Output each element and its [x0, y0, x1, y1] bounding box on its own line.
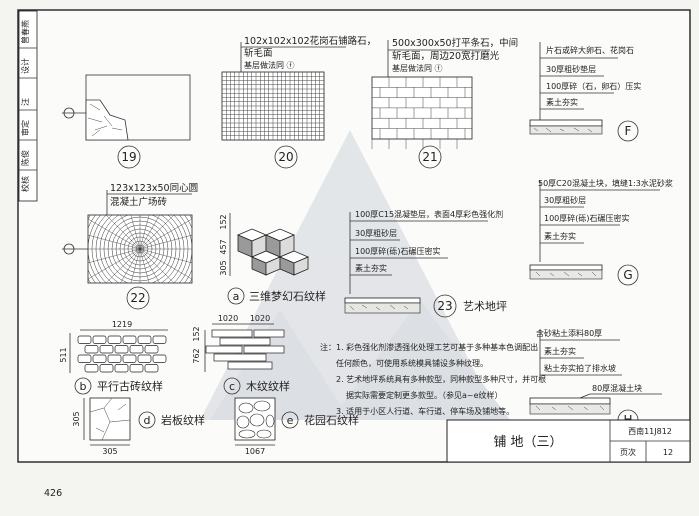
detail-22: 123x123x50同心圆 混凝土广场砖 22 [62, 183, 198, 310]
svg-text:1219: 1219 [112, 320, 132, 329]
G-layer: 30厚粗砂层 [544, 195, 586, 205]
note-line: 3. 适用于小区人行道、车行道、停车场及铺地等。 [336, 406, 514, 416]
d23-layer: 100厚C15混凝垫层，表面4厚彩色强化剂 [355, 209, 503, 219]
side-cell: 设计 [20, 58, 30, 74]
d23-layer: 100厚碎(砾)石碾压密实 [355, 246, 441, 256]
H-extra: 80厚混凝土块 [592, 383, 642, 393]
svg-text:1020: 1020 [218, 314, 238, 323]
side-cell: 审定 [20, 120, 30, 136]
d23-name: 艺术地坪 [463, 300, 507, 313]
d20-label-2: 斩毛面 [244, 47, 273, 59]
svg-text:305: 305 [219, 260, 228, 275]
svg-text:b: b [80, 380, 87, 393]
note-line: 注：1. 彩色强化剂渗透强化处理工艺可基于多种基本色调配出 [320, 342, 538, 352]
svg-text:152: 152 [192, 326, 201, 341]
svg-text:1020: 1020 [250, 314, 270, 323]
detail-letter: G [623, 268, 632, 282]
detail-number-circle [117, 145, 141, 169]
side-signature-block: 校核 陈俊 审定 汪 设计 曾春燕 [18, 10, 38, 202]
H-layer: 粘土夯实拍了排水坡 [544, 363, 616, 373]
detail-number: 23 [437, 299, 452, 313]
d20-label-1: 102x102x102花岗石铺路石， [244, 35, 376, 47]
side-cell: 汪 [21, 98, 30, 106]
page-no: 12 [663, 448, 673, 457]
F-layer: 100厚碎（石，卵石）压实 [546, 81, 641, 91]
F-layer: 片石或碎大卵石、花岗石 [546, 45, 634, 55]
d23-layer: 30厚粗砂层 [355, 228, 397, 238]
pattern-c: 1020 1020 152 762 c 木纹纹样 [192, 314, 290, 395]
side-cell: 陈俊 [20, 150, 30, 166]
detail-number: 22 [130, 291, 145, 305]
svg-text:762: 762 [192, 348, 201, 363]
svg-text:457: 457 [219, 239, 228, 254]
detail-number: 20 [278, 150, 293, 164]
svg-text:d: d [144, 414, 151, 427]
pattern-c-name: 木纹纹样 [246, 379, 290, 393]
d23-layer: 素土夯实 [355, 263, 387, 273]
detail-number: 19 [121, 150, 136, 164]
d22-label-1: 123x123x50同心圆 [110, 183, 198, 194]
page-label: 页次 [620, 447, 636, 457]
d21-label-2: 斩毛面，周边20宽打磨光 [392, 50, 500, 62]
detail-20: 102x102x102花岗石铺路石， 斩毛面 基层做法同 ⓕ 20 [221, 35, 376, 169]
detail-19: 19 [62, 74, 191, 169]
F-layer: 素土夯实 [546, 97, 578, 107]
d21-label-3: 基层做法同 ⓕ [392, 63, 443, 73]
note-line: 据实际需要定制更多款型。（参见a~e纹样） [346, 390, 503, 400]
d22-label-2: 混凝土广场砖 [110, 196, 168, 208]
pattern-b: 1219 511 b 平行古砖纹样 [59, 320, 168, 395]
pattern-a: 152 457 305 a 三维梦幻石纹样 [219, 213, 326, 305]
pattern-b-name: 平行古砖纹样 [97, 379, 163, 393]
note-line: 2. 艺术地坪系统具有多种款型，同种款型多种尺寸，并可根 [336, 374, 546, 384]
svg-text:305: 305 [72, 411, 81, 426]
pattern-e-name: 花园石纹样 [304, 413, 359, 427]
detail-23: 100厚C15混凝垫层，表面4厚彩色强化剂 30厚粗砂层 100厚碎(砾)石碾压… [344, 209, 507, 318]
detail-number: 21 [422, 150, 437, 164]
book-page-number: 426 [44, 488, 62, 499]
side-cell: 校核 [20, 176, 30, 192]
svg-text:a: a [233, 290, 240, 303]
note-line: 任何颜色，可使用系统模具铺设多种纹理。 [336, 358, 488, 368]
detail-21: 500x300x50打平条石，中间 斩毛面，周边20宽打磨光 基层做法同 ⓕ 2… [371, 37, 518, 169]
d21-label-1: 500x300x50打平条石，中间 [392, 37, 518, 49]
svg-text:152: 152 [219, 214, 228, 229]
F-layer: 30厚粗砂垫层 [546, 64, 596, 74]
svg-text:c: c [229, 380, 235, 393]
detail-F: 片石或碎大卵石、花岗石 30厚粗砂垫层 100厚碎（石，卵石）压实 素土夯实 F [529, 42, 641, 142]
title-block: 铺 地（三） 西南11J812 页次 12 [446, 419, 691, 463]
svg-text:305: 305 [102, 447, 117, 456]
side-cell: 曾春燕 [20, 20, 30, 44]
G-layer: 100厚碎(砾)石碾压密实 [544, 213, 630, 223]
d20-label-3: 基层做法同 ⓕ [244, 60, 295, 70]
pattern-d: 305 305 d 岩板纹样 [72, 397, 205, 456]
svg-text:e: e [287, 414, 294, 427]
pattern-d-name: 岩板纹样 [161, 413, 205, 427]
atlas-code: 西南11J812 [628, 426, 672, 436]
pattern-e: 1067 e 花园石纹样 [234, 397, 359, 456]
H-layer: 素土夯实 [544, 346, 576, 356]
svg-text:1067: 1067 [245, 447, 265, 456]
detail-letter: F [625, 124, 632, 138]
pattern-a-name: 三维梦幻石纹样 [249, 289, 326, 303]
G-layer: 素土夯实 [544, 231, 576, 241]
sheet-title: 铺 地（三） [493, 435, 562, 450]
H-layer: 含砂粘土添料80厚 [536, 328, 602, 338]
svg-text:511: 511 [59, 347, 68, 362]
detail-G: 50厚C20混凝土块，填缝1:3水泥砂浆 30厚粗砂层 100厚碎(砾)石碾压密… [529, 178, 673, 286]
G-layer: 50厚C20混凝土块，填缝1:3水泥砂浆 [538, 178, 673, 188]
notes-block: 注：1. 彩色强化剂渗透强化处理工艺可基于多种基本色调配出 任何颜色，可使用系统… [320, 342, 546, 416]
